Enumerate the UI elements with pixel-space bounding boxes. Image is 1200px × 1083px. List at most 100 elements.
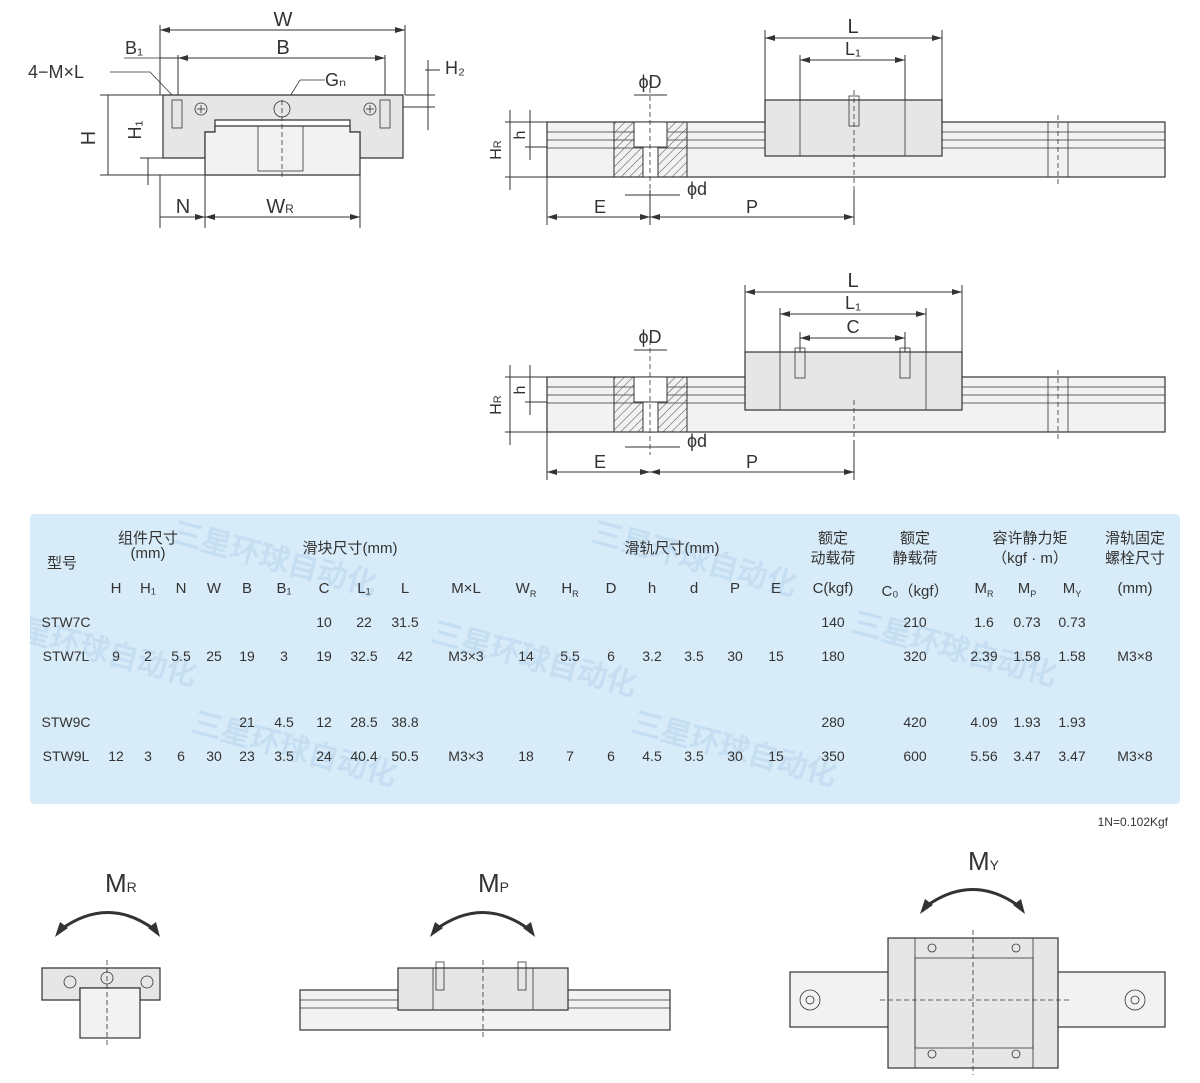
table-cell: 31.5	[391, 614, 419, 630]
table-cell: 19	[316, 648, 332, 664]
column-header: C	[318, 580, 330, 597]
table-cell: 38.8	[391, 714, 419, 730]
header-dyn-load: 动载荷	[810, 550, 856, 567]
column-header: h	[647, 580, 657, 597]
dim-H1: H₁	[125, 120, 145, 139]
header-bolt: 螺栓尺寸	[1104, 550, 1165, 567]
table-cell: 1.93	[1013, 714, 1041, 730]
table-cell: 25	[206, 648, 222, 664]
dim-P: P	[746, 197, 758, 217]
row-model: STW7L	[42, 648, 90, 664]
side-view-top-drawing: L L₁ ϕD ϕd h HR E P	[488, 16, 1166, 225]
table-cell: 5.5	[560, 648, 580, 664]
table-cell: 5.5	[171, 648, 191, 664]
table-cell: 420	[903, 714, 927, 730]
side-view-bottom-drawing: L L₁ C ϕD ϕd h HR E P	[488, 270, 1166, 480]
table-cell: 6	[607, 748, 615, 764]
header-rail: 滑轨尺寸(mm)	[624, 540, 720, 557]
moment-MP-label: MP	[478, 868, 509, 898]
table-cell: 42	[397, 648, 413, 664]
dim-L1-bottom: L₁	[845, 293, 861, 313]
dim-B1: B₁	[125, 38, 143, 58]
dim-phid-bottom: ϕd	[687, 431, 707, 451]
table-cell: 0.73	[1013, 614, 1041, 630]
column-header: E	[770, 580, 781, 597]
dim-N: N	[176, 196, 190, 218]
front-view-drawing: W B B₁ 4−M×L Gₙ H₂ H H₁ N WR	[28, 9, 465, 228]
dim-phid: ϕd	[687, 179, 707, 199]
dim-L-bottom: L	[847, 270, 858, 292]
moment-MR-label: MR	[105, 868, 137, 898]
row-model: STW9C	[41, 714, 91, 730]
header-block: 滑块尺寸(mm)	[302, 540, 398, 557]
table-cell: 600	[903, 748, 927, 764]
table-cell: 1.58	[1058, 648, 1086, 664]
table-cell: 50.5	[391, 748, 419, 764]
table-cell: 19	[239, 648, 255, 664]
table-cell: 6	[607, 648, 615, 664]
table-cell: 15	[768, 748, 784, 764]
dim-E: E	[594, 197, 606, 217]
column-header: MP	[1017, 580, 1037, 599]
watermark-text: 三星环球自动化	[628, 705, 841, 794]
header-static-load: 静载荷	[892, 550, 938, 567]
table-cell: 140	[821, 614, 845, 630]
watermark-text: 三星环球自动化	[30, 605, 201, 694]
watermark-text: 三星环球自动化	[188, 705, 401, 794]
table-cell: 21	[239, 714, 255, 730]
dim-WR: WR	[266, 196, 294, 218]
table-cell: 18	[518, 748, 534, 764]
row-model: STW9L	[42, 748, 90, 764]
table-cell: 3.5	[684, 648, 704, 664]
header-model: 型号	[46, 555, 77, 572]
table-cell: 30	[206, 748, 222, 764]
dim-L1: L₁	[845, 39, 861, 59]
dim-phiD-bottom: ϕD	[638, 327, 661, 347]
header-bolt: 滑轨固定	[1104, 530, 1165, 547]
table-cell: 30	[727, 648, 743, 664]
table-cell: 23	[239, 748, 255, 764]
column-header: B₁	[276, 580, 292, 597]
table-cell: 0.73	[1058, 614, 1086, 630]
table-cell: 5.56	[970, 748, 998, 764]
column-header: HR	[561, 580, 579, 599]
dim-H: H	[78, 131, 100, 145]
table-cell: 4.09	[970, 714, 998, 730]
dim-HR: HR	[488, 140, 505, 160]
header-static-load: 额定	[899, 530, 930, 547]
table-cell: 30	[727, 748, 743, 764]
column-header: P	[729, 580, 740, 597]
table-cell: 210	[903, 614, 927, 630]
table-cell: 3.47	[1058, 748, 1086, 764]
column-header: H₁	[140, 580, 156, 597]
dim-h-bottom: h	[512, 386, 529, 395]
table-cell: 3	[144, 748, 152, 764]
table-cell: 180	[821, 648, 845, 664]
table-cell: 22	[356, 614, 372, 630]
dim-E-bottom: E	[594, 452, 606, 472]
dim-phiD: ϕD	[638, 72, 661, 92]
column-header: WR	[515, 580, 537, 599]
dim-MxL: 4−M×L	[28, 62, 84, 82]
column-header: W	[206, 580, 222, 597]
moment-MY-label: MY	[968, 846, 1000, 876]
table-cell: 4.5	[274, 714, 294, 730]
table-cell: M3×3	[448, 748, 484, 764]
table-cell: 12	[316, 714, 332, 730]
table-cell: 10	[316, 614, 332, 630]
header-moment: （kgf · m）	[992, 550, 1068, 567]
table-cell: 320	[903, 648, 927, 664]
table-cell: 6	[177, 748, 185, 764]
header-moment: 容许静力矩	[992, 530, 1068, 547]
table-cell: 9	[112, 648, 120, 664]
column-header: H	[110, 580, 122, 597]
table-cell: 12	[108, 748, 124, 764]
table-cell: 2	[144, 648, 152, 664]
table-cell: 3.2	[642, 648, 662, 664]
table-cell: 350	[821, 748, 845, 764]
table-cell: 40.4	[350, 748, 378, 764]
column-header: C₀（kgf）	[881, 583, 949, 600]
dim-H2: H₂	[445, 58, 465, 78]
table-cell: 1.6	[974, 614, 994, 630]
table-cell: 4.5	[642, 748, 662, 764]
